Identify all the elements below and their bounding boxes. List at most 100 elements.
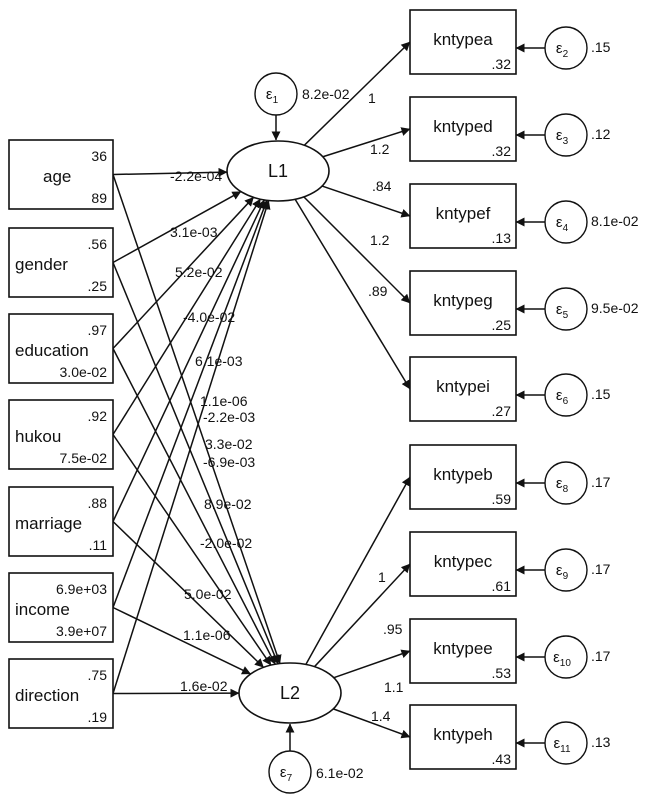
- error-circle: [544, 548, 588, 592]
- error-circle: [544, 721, 588, 765]
- error-variance: .15: [591, 39, 611, 55]
- error-symbol: ε8: [556, 475, 569, 495]
- variable-mean: .97: [88, 322, 108, 338]
- error-circle: [544, 373, 588, 417]
- indicator-node-kntypec: kntypec.61: [409, 531, 517, 597]
- indicator-name: kntyped: [433, 117, 493, 136]
- variable-variance: .11: [89, 537, 108, 553]
- indicator-box: [409, 531, 517, 597]
- variable-variance: .25: [88, 278, 108, 294]
- structural-arrow-marriage-L1: [112, 199, 266, 522]
- structural-arrow-gender-L1: [112, 190, 242, 264]
- error-symbol: ε7: [280, 764, 293, 784]
- indicator-box: [409, 356, 517, 422]
- error-variance: .17: [591, 648, 611, 664]
- indicator-name: kntypeb: [433, 465, 493, 484]
- variable-name: hukou: [15, 427, 61, 446]
- latent-label: L2: [280, 683, 300, 703]
- error-circle: [544, 461, 588, 505]
- structural-coef-label: 3.3e-02: [205, 436, 253, 452]
- error-symbol: ε5: [556, 301, 569, 321]
- loading-label: .89: [368, 283, 388, 299]
- variable-name: gender: [15, 255, 68, 274]
- structural-coef-label: 8.9e-02: [204, 496, 252, 512]
- exogenous-box: [8, 486, 114, 557]
- structural-arrow-education-L2: [112, 348, 276, 665]
- error-variance: 8.2e-02: [302, 86, 350, 102]
- latent-label: L1: [268, 161, 288, 181]
- indicator-error-5: ε5 9.5e-02: [544, 287, 639, 331]
- structural-coef-label: -2.2e-04: [170, 168, 222, 184]
- loading-arrow-kntypei: [294, 198, 411, 390]
- indicator-error-2: ε2 .15: [544, 26, 611, 70]
- loading-arrow-kntyped: [322, 127, 411, 158]
- indicator-node-kntypea: kntypea .32: [409, 9, 517, 75]
- latent-ellipse: [238, 662, 342, 724]
- indicator-error-8: ε8.17: [544, 461, 611, 505]
- loading-arrow-kntypee: [333, 649, 411, 679]
- indicator-name: kntypei: [436, 377, 490, 396]
- variable-name: age: [43, 167, 71, 186]
- error-symbol: ε1: [266, 86, 279, 106]
- variable-variance: 7.5e-02: [60, 450, 108, 466]
- loading-label: 1.4: [371, 708, 391, 724]
- structural-coef-label: -2.0e-02: [200, 535, 252, 551]
- indicator-node-kntypef: kntypef.13: [409, 183, 517, 249]
- indicator-node-kntypeg: kntypeg.25: [409, 270, 517, 336]
- error-circle: [544, 113, 588, 157]
- indicator-name: kntypea: [433, 30, 493, 49]
- indicator-name: kntypef: [436, 204, 491, 223]
- structural-arrow-income-L1: [112, 199, 269, 608]
- variable-mean: 6.9e+03: [56, 581, 107, 597]
- loading-label: 1.2: [370, 232, 390, 248]
- error-circle: [544, 200, 588, 244]
- variable-name: marriage: [15, 514, 82, 533]
- loading-label: 1: [378, 569, 386, 585]
- latent-node-L1: L1: [226, 140, 330, 202]
- loading-label: 1: [368, 90, 376, 106]
- path-arrows: [112, 41, 545, 751]
- loading-arrow-kntypea: [303, 41, 411, 146]
- indicator-intercept: .53: [492, 665, 512, 681]
- indicator-node-kntypeh: kntypeh.43: [409, 704, 517, 770]
- indicator-node-kntyped: kntyped .32: [409, 96, 517, 162]
- variable-mean: .92: [88, 408, 108, 424]
- error-symbol: ε3: [556, 127, 569, 147]
- variable-name: education: [15, 341, 89, 360]
- structural-arrow-hukou-L2: [112, 434, 272, 666]
- indicator-node-kntypei: kntypei.27: [409, 356, 517, 422]
- error-circle: [268, 750, 312, 794]
- exogenous-box: [8, 227, 114, 298]
- structural-coef-label: -6.9e-03: [203, 454, 255, 470]
- exogenous-box: [8, 399, 114, 470]
- indicator-intercept: .59: [492, 491, 512, 507]
- variable-variance: 3.9e+07: [56, 623, 107, 639]
- indicator-error-6: ε6.15: [544, 373, 611, 417]
- indicator-node-kntypee: kntypee.53: [409, 618, 517, 684]
- indicator-box: [409, 270, 517, 336]
- error-variance: .13: [591, 734, 611, 750]
- indicator-intercept: .61: [492, 578, 512, 594]
- structural-arrow-income-L2: [112, 606, 251, 675]
- structural-coef-label: -2.2e-03: [203, 409, 255, 425]
- structural-coef-label: 1.6e-02: [180, 678, 228, 694]
- structural-arrow-gender-L2: [112, 262, 279, 665]
- indicator-error-3: ε3.12: [544, 113, 611, 157]
- error-symbol: ε2: [556, 40, 569, 60]
- loading-arrow-kntypeb: [305, 476, 411, 665]
- structural-arrow-age-L1: [112, 167, 228, 177]
- loading-label: .95: [383, 621, 403, 637]
- structural-coef-label: 3.1e-03: [170, 224, 218, 240]
- structural-arrow-direction-L1: [112, 200, 271, 694]
- indicator-intercept: .32: [492, 56, 512, 72]
- error-variance: 9.5e-02: [591, 300, 639, 316]
- indicator-intercept: .32: [492, 143, 512, 159]
- exogenous-box: [8, 139, 114, 210]
- indicator-error-10: ε10.17: [544, 635, 611, 679]
- variable-variance: 89: [91, 190, 107, 206]
- indicator-intercept: .25: [492, 317, 512, 333]
